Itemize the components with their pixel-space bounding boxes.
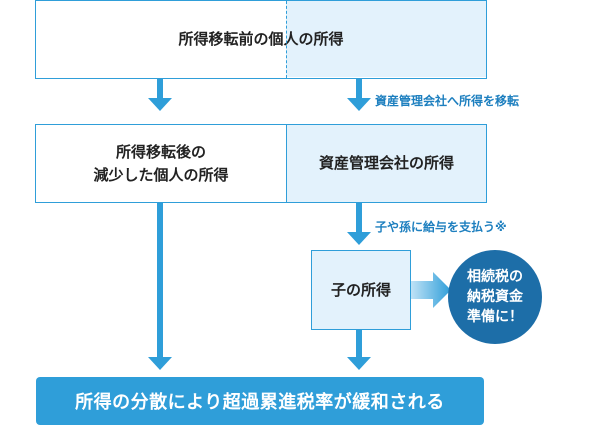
arrow-right-1-shaft [356,79,362,99]
arrow-to-circle [411,272,451,308]
top-box-right-shade [286,1,486,77]
result-banner: 所得の分散により超過累進税率が緩和される [36,377,484,425]
child-box-label: 子の所得 [330,280,391,299]
arrow-left-2-head [148,357,172,370]
middle-right-label: 資産管理会社の所得 [318,154,454,173]
circle-line1: 相続税の [467,268,523,285]
child-box: 子の所得 [311,250,411,330]
middle-left-line1: 所得移転後の [115,143,206,161]
arrow-left-2-shaft [157,203,163,358]
payment-note: 子や孫に給与を支払う※ [375,220,507,234]
arrow-left-1-head [148,98,172,111]
middle-left-line2: 減少した個人の所得 [93,165,229,184]
circle-line2: 納税資金 [467,288,523,305]
transfer-note: 資産管理会社へ所得を移転 [375,94,520,108]
arrow-left-1-shaft [157,79,163,99]
arrow-right-2-head [347,232,371,245]
arrow-right-3-shaft [356,330,362,358]
child-box-shade [312,251,410,329]
middle-right-box: 資産管理会社の所得 [286,124,487,203]
circle-line3: 準備に！ [467,309,523,326]
middle-right-shade [287,125,486,202]
arrow-right-2-shaft [356,203,362,233]
middle-left-box: 所得移転後の 減少した個人の所得 [35,124,287,203]
arrow-right-1-head [347,98,371,111]
arrow-right-3-head [347,357,371,370]
tax-fund-circle: 相続税の 納税資金 準備に！ [448,250,542,344]
top-box-divider [286,1,287,78]
top-box: 所得移転前の個人の所得 [35,0,487,79]
top-box-label: 所得移転前の個人の所得 [178,30,344,49]
result-label: 所得の分散により超過累進税率が緩和される [75,392,445,413]
